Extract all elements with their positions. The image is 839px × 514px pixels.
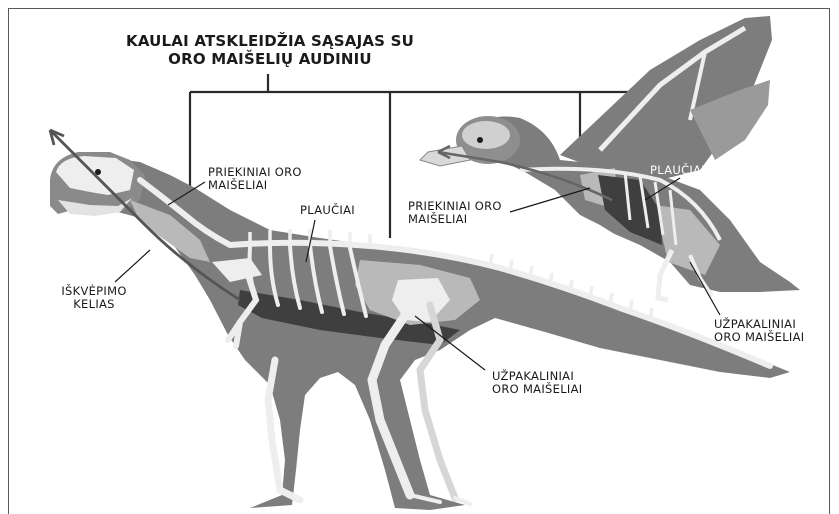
- dino-label-posterior-air-sacs: UŽPAKALINIAI ORO MAIŠELIAI: [492, 370, 582, 396]
- dino-label-anterior-air-sacs: PRIEKINIAI ORO MAIŠELIAI: [208, 166, 302, 192]
- bird-illustration: [420, 16, 800, 300]
- dino-label-lungs: PLAUČIAI: [300, 204, 355, 217]
- bird-label-anterior-air-sacs: PRIEKINIAI ORO MAIŠELIAI: [408, 200, 502, 226]
- title-line-1: KAULAI ATSKLEIDŽIA SĄSAJAS SU: [100, 32, 440, 50]
- bird-label-posterior-air-sacs-line2: ORO MAIŠELIAI: [714, 331, 804, 344]
- bird-label-anterior-air-sacs-line2: MAIŠELIAI: [408, 213, 502, 226]
- dino-label-anterior-air-sacs-line2: MAIŠELIAI: [208, 179, 302, 192]
- bird-eye: [477, 137, 483, 143]
- bird-label-posterior-air-sacs: UŽPAKALINIAI ORO MAIŠELIAI: [714, 318, 804, 344]
- dino-label-exhale-path-line2: KELIAS: [58, 298, 130, 311]
- bird-label-lungs: PLAUČIAI: [650, 164, 705, 177]
- dino-label-exhale-path: IŠKVĖPIMO KELIAS: [58, 285, 130, 311]
- diagram-title: KAULAI ATSKLEIDŽIA SĄSAJAS SU ORO MAIŠEL…: [100, 32, 440, 68]
- dino-label-posterior-air-sacs-line2: ORO MAIŠELIAI: [492, 383, 582, 396]
- title-line-2: ORO MAIŠELIŲ AUDINIU: [100, 50, 440, 68]
